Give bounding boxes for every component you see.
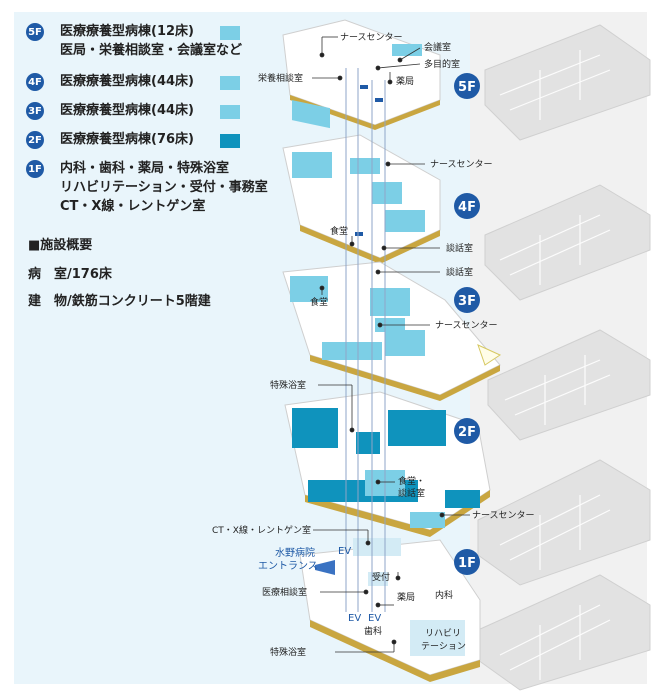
overview-title: ■施設概要: [28, 238, 93, 253]
label-3f-talk: 談話室: [446, 266, 473, 278]
label-1f-ev-2: EV: [348, 613, 361, 624]
legend-swatch-2f: [220, 134, 240, 148]
floor-1f-plate: [299, 538, 481, 682]
floor-badge-1f: 1F: [26, 160, 44, 178]
label-4f-nurse: ナースセンター: [430, 159, 493, 170]
legend-swatch-4f: [220, 76, 240, 90]
floor-4f-plate: [282, 134, 441, 264]
label-4f-dining: 食堂: [330, 225, 348, 237]
label-5f-nutrition: 栄養相談室: [258, 72, 303, 84]
label-1f-ev-3: EV: [368, 613, 381, 624]
legend-1f-line1: 内科・歯科・薬局・特殊浴室: [60, 161, 230, 176]
floor-badges: 5F 4F 3F 2F 1F: [454, 73, 480, 575]
legend-4f-line1: 医療療養型病棟(44床): [60, 74, 194, 89]
label-4f-talk: 談話室: [446, 242, 473, 254]
label-1f-dental: 歯科: [364, 625, 382, 637]
legend-row-4f: 4F 医療療養型病棟(44床): [26, 72, 194, 91]
legend-row-3f: 3F 医療療養型病棟(44床): [26, 101, 194, 120]
floor-badge-3f: 3F: [26, 102, 44, 120]
label-1f-reception: 受付: [372, 571, 390, 583]
label-1f-rehab-1: リハビリ: [425, 628, 461, 639]
badge-1f: 1F: [458, 556, 476, 571]
label-1f-ev-1: EV: [338, 546, 351, 557]
badge-5f: 5F: [458, 80, 476, 95]
label-2f-nurse: ナースセンター: [472, 510, 535, 521]
legend-row-5f: 5F 医療療養型病棟(12床) 医局・栄養相談室・会議室など: [26, 22, 242, 60]
legend-swatch-3f: [220, 105, 240, 119]
legend-2f-line1: 医療療養型病棟(76床): [60, 132, 194, 147]
label-1f-internal: 内科: [435, 589, 453, 601]
legend-row-1f: 1F 内科・歯科・薬局・特殊浴室 リハビリテーション・受付・事務室 CT・X線・…: [26, 159, 268, 216]
legend-5f-line1: 医療療養型病棟(12床): [60, 24, 194, 39]
label-5f-multi: 多目的室: [424, 58, 460, 70]
label-2f-dining-1: 食堂・: [398, 475, 425, 487]
floor-badge-5f: 5F: [26, 23, 44, 41]
overview-beds: 病 室/176床: [28, 267, 112, 282]
label-3f-dining: 食堂: [310, 296, 328, 308]
legend-swatch-5f: [220, 26, 240, 40]
label-1f-consult: 医療相談室: [262, 586, 307, 598]
label-1f-entrance-2: エントランス: [258, 560, 318, 572]
room-labels: ナースセンター 会議室 多目的室 栄養相談室 薬局 ナースセンター 食堂 談話室…: [212, 32, 535, 658]
badge-4f: 4F: [458, 200, 476, 215]
label-1f-pharmacy: 薬局: [397, 591, 415, 603]
label-5f-meeting: 会議室: [424, 41, 451, 53]
label-5f-nurse: ナースセンター: [340, 32, 403, 43]
label-1f-rehab-2: テーション: [421, 641, 466, 652]
legend-3f-line1: 医療療養型病棟(44床): [60, 103, 194, 118]
side-plans-lines: [499, 50, 611, 680]
elevator-shafts: [345, 68, 386, 612]
label-5f-pharmacy: 薬局: [396, 75, 414, 87]
leader-lines: [312, 36, 470, 653]
legend-1f-line3: CT・X線・レントゲン室: [60, 199, 206, 214]
overview-structure: 建 物/鉄筋コンクリート5階建: [28, 294, 211, 309]
label-3f-nurse: ナースセンター: [435, 320, 498, 331]
label-1f-entrance-1: 水野病院: [275, 546, 315, 559]
label-2f-bath: 特殊浴室: [270, 379, 306, 391]
badge-3f: 3F: [458, 294, 476, 309]
legend-row-2f: 2F 医療療養型病棟(76床): [26, 130, 194, 149]
floor-3f-plate: [282, 261, 502, 401]
label-1f-bath: 特殊浴室: [270, 646, 306, 658]
badge-2f: 2F: [458, 425, 476, 440]
floor-badge-2f: 2F: [26, 131, 44, 149]
label-2f-dining-2: 談話室: [398, 487, 425, 499]
legend-1f-line2: リハビリテーション・受付・事務室: [60, 180, 268, 195]
label-1f-ct: CT・X線・レントゲン室: [212, 524, 311, 536]
legend-5f-line2: 医局・栄養相談室・会議室など: [60, 43, 243, 58]
side-plans: [477, 24, 651, 691]
floor-badge-4f: 4F: [26, 73, 44, 91]
